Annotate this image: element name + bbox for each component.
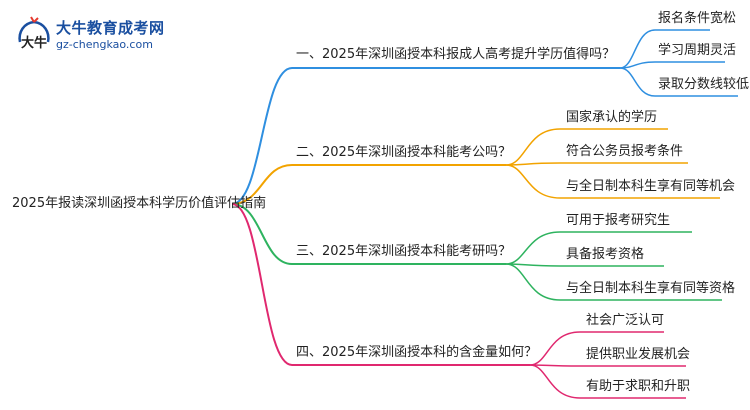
link-b1-leaf-1	[619, 29, 710, 69]
bull-logo-icon: 大牛	[18, 16, 50, 51]
link-root-branch-3	[231, 203, 506, 265]
logo-mark-text: 大牛	[21, 35, 47, 51]
branch-2-leaf-3: 与全日制本科生享有同等机会	[566, 179, 736, 194]
branch-3-label: 三、2025年深圳函授本科能考研吗？	[296, 244, 512, 259]
link-b2-leaf-3	[505, 164, 720, 199]
link-b3-leaf-1	[505, 231, 692, 265]
branch-3-leaf-3: 与全日制本科生享有同等资格	[566, 281, 736, 296]
branch-4-leaf-2: 提供职业发展机会	[586, 347, 691, 362]
link-b1-leaf-2	[619, 61, 725, 69]
branch-2-leaf-1: 国家承认的学历	[566, 110, 658, 125]
link-b3-leaf-2	[505, 263, 664, 267]
link-b2-leaf-1	[505, 128, 668, 166]
link-root-branch-4	[231, 203, 530, 366]
branch-4-leaf-1: 社会广泛认可	[586, 313, 665, 328]
link-root-branch-1	[231, 67, 620, 205]
link-b4-leaf-2	[529, 364, 686, 367]
branch-2-label: 二、2025年深圳函授本科能考公吗？	[296, 145, 512, 160]
link-b3-leaf-3	[505, 263, 722, 301]
branch-4-leaf-3: 有助于求职和升职	[586, 379, 691, 394]
branch-3-leaf-1: 可用于报考研究生	[566, 213, 671, 228]
link-b2-leaf-2	[505, 162, 688, 166]
link-b1-leaf-3	[619, 67, 738, 97]
branch-1-label: 一、2025年深圳函授本科报成人高考提升学历值得吗？	[296, 47, 616, 62]
link-root-branch-2	[231, 164, 506, 205]
branch-1-leaf-3: 录取分数线较低	[658, 77, 750, 92]
root-topic: 2025年报读深圳函授本科学历价值评估指南	[12, 196, 267, 211]
logo-url: gz-chengkao.com	[56, 38, 153, 51]
link-b4-leaf-3	[529, 364, 686, 399]
branch-1-leaf-2: 学习周期灵活	[658, 43, 737, 58]
branch-2-leaf-2: 符合公务员报考条件	[566, 144, 684, 159]
branch-1-leaf-1: 报名条件宽松	[658, 11, 737, 26]
branch-4-label: 四、2025年深圳函授本科的含金量如何？	[296, 345, 538, 360]
site-logo[interactable]: 大牛 大牛教育成考网 gz-chengkao.com	[14, 16, 164, 56]
logo-title: 大牛教育成考网	[56, 19, 165, 37]
link-b4-leaf-1	[529, 331, 664, 366]
branch-3-leaf-2: 具备报考资格	[566, 247, 645, 262]
